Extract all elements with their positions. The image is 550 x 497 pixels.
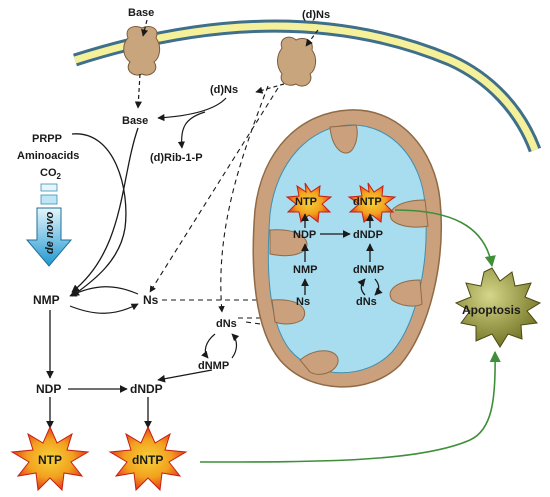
aminoacids-label: Aminoacids bbox=[17, 150, 79, 162]
base-transporter bbox=[123, 25, 161, 76]
denovo-arrow: de novo bbox=[25, 183, 73, 267]
mito-ns-label: Ns bbox=[296, 296, 310, 308]
mito-ntp-starburst: NTP bbox=[285, 182, 333, 223]
nucleoside-transporter bbox=[277, 36, 317, 87]
ntp-label: NTP bbox=[38, 453, 62, 467]
nmp-ns-cycle bbox=[69, 286, 139, 314]
ntp-starburst: NTP bbox=[10, 425, 90, 492]
dns-cyto-label: dNs bbox=[216, 318, 237, 330]
nmp-label: NMP bbox=[33, 293, 60, 307]
ns-label: Ns bbox=[143, 293, 159, 307]
dndp-label: dNDP bbox=[130, 382, 163, 396]
co2-label: CO2 bbox=[40, 167, 62, 181]
dns-top-label: (d)Ns bbox=[302, 9, 330, 21]
salvage-arrows bbox=[71, 127, 139, 297]
phosphorylase-arrows bbox=[157, 97, 227, 149]
mito-ntp-label: NTP bbox=[295, 196, 317, 208]
ndp-label: NDP bbox=[36, 382, 61, 396]
dntp-starburst: dNTP bbox=[108, 425, 188, 492]
mito-dns-label: dNs bbox=[356, 296, 377, 308]
rib-label: (d)Rib-1-P bbox=[150, 152, 203, 164]
apoptosis-label: Apoptosis bbox=[462, 303, 521, 317]
dns-mid-label: (d)Ns bbox=[210, 84, 238, 96]
mito-dnmp-label: dNMP bbox=[353, 264, 384, 276]
denovo-label: de novo bbox=[44, 212, 56, 254]
mito-dndp-label: dNDP bbox=[353, 229, 383, 241]
dntp-label: dNTP bbox=[132, 453, 163, 467]
mito-ndp-label: NDP bbox=[293, 229, 316, 241]
cell-membrane bbox=[73, 19, 542, 153]
mito-nmp-label: NMP bbox=[293, 264, 317, 276]
mito-dntp-label: dNTP bbox=[353, 196, 382, 208]
mito-arrows bbox=[301, 213, 383, 296]
cyto-main-arrows bbox=[46, 310, 213, 429]
apoptosis-burst: Apoptosis bbox=[454, 267, 542, 348]
base-mid-label: Base bbox=[122, 115, 148, 127]
green-arrows bbox=[199, 209, 501, 463]
transport-arrows bbox=[134, 19, 319, 109]
dnmp-cyto-label: dNMP bbox=[198, 360, 229, 372]
dns-dnmp-cycle bbox=[201, 333, 240, 359]
base-top-label: Base bbox=[128, 7, 154, 19]
mitochondrion bbox=[252, 109, 442, 388]
prpp-label: PRPP bbox=[32, 133, 62, 145]
